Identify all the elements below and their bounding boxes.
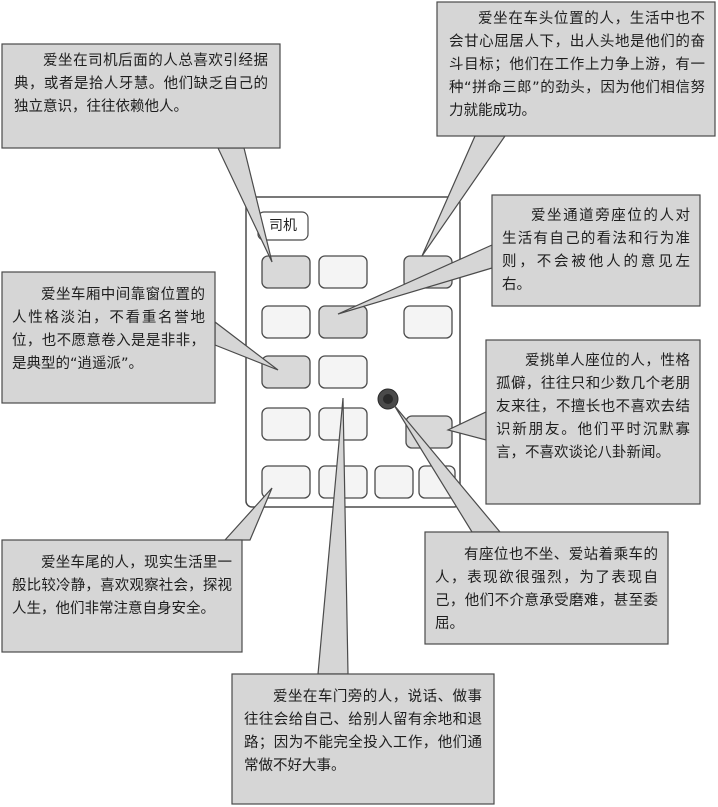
- callout-rear-seat: 爱坐车尾的人，现实生活里一般比较冷静，喜欢观察社会，探视人生，他们非常注意自身安…: [12, 555, 232, 617]
- callout-near-door: 爱坐在车门旁的人，说话、做事往往会给自己、给别人留有余地和退路；因为不能完全投入…: [244, 689, 482, 774]
- callout-pointers: [214, 135, 507, 675]
- callout-front-position: 爱坐在车头位置的人，生活中也不会甘心屈居人下，出人头地是他们的奋斗目标；他们在工…: [449, 11, 705, 119]
- seat: [403, 305, 453, 339]
- seat: [318, 355, 368, 389]
- seat-middle-window: [261, 355, 311, 389]
- callout-box-aisle-seat: [491, 194, 701, 307]
- callout-box-behind-driver: [1, 43, 281, 149]
- seat: [261, 407, 311, 441]
- callout-box-front-position: [436, 1, 716, 137]
- callout-box-near-door: [231, 673, 495, 805]
- callout-box-standing: [424, 531, 669, 645]
- callout-middle-window: 爱坐车厢中间靠窗位置的人性格淡泊，不看重名誉地位，也不愿意卷入是是非非，是典型的…: [12, 287, 205, 372]
- callout-box-single-seat: [485, 339, 701, 505]
- seat: [261, 305, 311, 339]
- seat-rear: [261, 465, 311, 499]
- seat: [318, 255, 368, 289]
- seat-behind-driver: [261, 255, 311, 289]
- seat: [374, 465, 414, 499]
- driver-label: 司机: [269, 218, 297, 234]
- callout-single-seat: 爱挑单人座位的人，性格孤僻，往往只和少数几个老朋友来往，不擅长也不喜欢去结识新朋…: [496, 353, 690, 461]
- callout-behind-driver: 爱坐在司机后面的人总喜欢引经据典，或者是拾人牙慧。他们缺乏自己的独立意识，往往依…: [14, 53, 268, 115]
- callout-box-rear-seat: [1, 539, 243, 653]
- seat-aisle: [318, 305, 368, 339]
- callout-box-middle-window: [1, 271, 216, 404]
- callout-standing: 有座位也不坐、爱站着乘车的人，表现欲很强烈，为了表现自己，他们不介意承受磨难，甚…: [435, 547, 658, 632]
- callout-aisle-seat: 爱坐通道旁座位的人对生活有自己的看法和行为准则，不会被他人的意见左右。: [502, 208, 690, 293]
